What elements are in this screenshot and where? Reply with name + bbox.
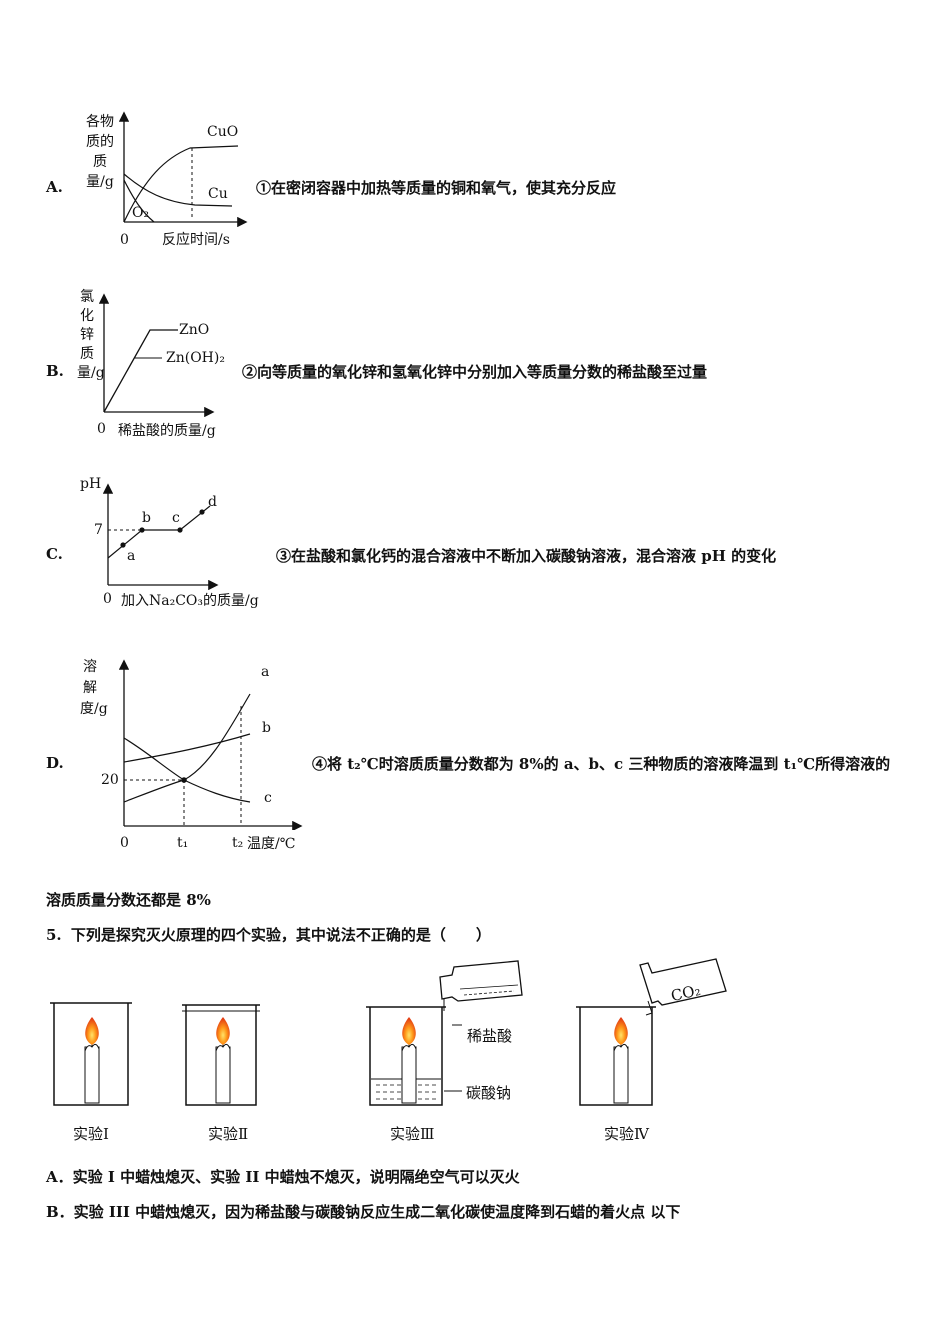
option-d-letter: D. xyxy=(46,754,64,772)
graph-d-curve-b xyxy=(123,733,251,763)
graph-d-tick-20: 20 xyxy=(101,772,119,788)
graph-d-tick-t1: t₁ xyxy=(177,835,189,851)
graph-d-origin: 0 xyxy=(120,835,129,851)
option-d-continuation: 溶质质量分数还都是 8% xyxy=(46,891,211,909)
graph-a-label-cu: Cu xyxy=(208,186,228,202)
experiment-3-flame xyxy=(402,1017,416,1045)
graph-c-x-label: 加入Na₂CO₃的质量/g xyxy=(121,593,259,609)
graph-a-label-cuo: CuO xyxy=(207,124,239,140)
experiment-3-acid-bottle xyxy=(439,960,523,1011)
option-d-statement: ④将 t₂℃时溶质质量分数都为 8%的 a、b、c 三种物质的溶液降温到 t₁℃… xyxy=(312,755,891,773)
graph-c-line xyxy=(107,505,211,559)
graph-c-point-c xyxy=(177,527,183,533)
answer-b: B．实验 III 中蜡烛熄灭，因为稀盐酸与碳酸钠反应生成二氧化碳使温度降到石蜡的… xyxy=(46,1203,681,1221)
graph-a-origin: 0 xyxy=(120,232,129,248)
graph-d-y-label: 溶解度/g xyxy=(80,659,108,717)
experiment-2-beaker xyxy=(182,1004,260,1106)
question-text: 下列是探究灭火原理的四个实验，其中说法不正确的是（ ） xyxy=(70,926,491,944)
graph-c-tick-7: 7 xyxy=(94,522,103,538)
graph-a-y-label: 各物质的质量/g xyxy=(86,114,114,190)
graph-a-label-o2: O₂ xyxy=(132,205,150,221)
graph-d-tick-t2: t₂ xyxy=(232,835,244,851)
graph-b-origin: 0 xyxy=(97,421,106,437)
graph-d-label-c: c xyxy=(264,790,272,806)
experiments-figure xyxy=(50,958,727,1106)
graph-a-plot xyxy=(118,111,248,228)
graph-c-point-b xyxy=(139,527,145,533)
question-number: 5. xyxy=(46,926,62,944)
label-sodium-carbonate: 碳酸钠 xyxy=(466,1084,512,1102)
graph-c-label-d: d xyxy=(208,494,217,510)
caption-experiment-4: 实验Ⅳ xyxy=(604,1125,649,1143)
experiment-1-flame xyxy=(85,1017,99,1045)
graph-a-curve-o2 xyxy=(123,179,155,223)
experiment-1-beaker xyxy=(50,1002,132,1106)
graph-b-plot xyxy=(98,293,215,418)
graph-c-y-label: pH xyxy=(80,476,102,492)
experiment-1-candle xyxy=(84,1017,100,1104)
graph-b-y-label: 氯化锌质量/g xyxy=(77,289,105,381)
graph-a-curve-cu xyxy=(123,173,233,207)
graph-b-label-zno: ZnO xyxy=(179,322,210,338)
graph-c-label-c: c xyxy=(172,510,180,526)
graph-c-plot xyxy=(102,483,219,591)
graph-d-curve-c xyxy=(123,737,251,803)
experiment-4-candle xyxy=(613,1017,629,1104)
graph-b-x-label: 稀盐酸的质量/g xyxy=(118,423,216,439)
option-b-letter: B. xyxy=(46,362,64,380)
experiment-3-beaker xyxy=(366,960,523,1106)
experiment-2-candle xyxy=(215,1017,231,1104)
caption-experiment-3: 实验Ⅲ xyxy=(390,1125,435,1143)
option-c-statement: ③在盐酸和氯化钙的混合溶液中不断加入碳酸钠溶液，混合溶液 pH 的变化 xyxy=(276,547,777,565)
graph-c-point-d xyxy=(199,509,205,515)
caption-experiment-2: 实验Ⅱ xyxy=(208,1125,249,1143)
experiment-4-beaker xyxy=(576,958,727,1106)
caption-experiment-1: 实验Ⅰ xyxy=(73,1125,109,1143)
graph-d-x-label: 温度/℃ xyxy=(247,836,296,852)
graph-b-label-znoh2: Zn(OH)₂ xyxy=(166,350,225,366)
graph-d-label-a: a xyxy=(261,664,270,680)
graph-d-plot xyxy=(118,659,303,830)
experiment-4-flame xyxy=(614,1017,628,1045)
graph-c-origin: 0 xyxy=(103,591,112,607)
graph-c-point-a xyxy=(120,542,126,548)
experiment-2-flame xyxy=(216,1017,230,1045)
experiment-4-co2-bottle xyxy=(639,958,727,1016)
graph-d-intersection-point xyxy=(181,777,187,783)
option-b-statement: ②向等质量的氧化锌和氢氧化锌中分别加入等质量分数的稀盐酸至过量 xyxy=(242,363,708,381)
graph-b-line-zno xyxy=(103,329,178,413)
label-dilute-hcl: 稀盐酸 xyxy=(467,1027,513,1045)
experiment-3-candle xyxy=(401,1017,417,1104)
graph-c-label-b: b xyxy=(142,510,151,526)
question-5: 5. 下列是探究灭火原理的四个实验，其中说法不正确的是（ ） xyxy=(46,924,491,945)
answer-a: A．实验 I 中蜡烛熄灭、实验 II 中蜡烛不熄灭，说明隔绝空气可以灭火 xyxy=(46,1168,520,1186)
option-a-statement: ①在密闭容器中加热等质量的铜和氧气，使其充分反应 xyxy=(256,179,617,197)
graph-d-curve-a xyxy=(123,693,251,803)
graph-d-label-b: b xyxy=(262,720,271,736)
graph-a-curve-cuo xyxy=(123,145,239,223)
graph-a-x-label: 反应时间/s xyxy=(162,232,230,248)
graph-c-label-a: a xyxy=(127,548,136,564)
option-a-letter: A. xyxy=(46,178,63,196)
option-c-letter: C. xyxy=(46,545,63,563)
